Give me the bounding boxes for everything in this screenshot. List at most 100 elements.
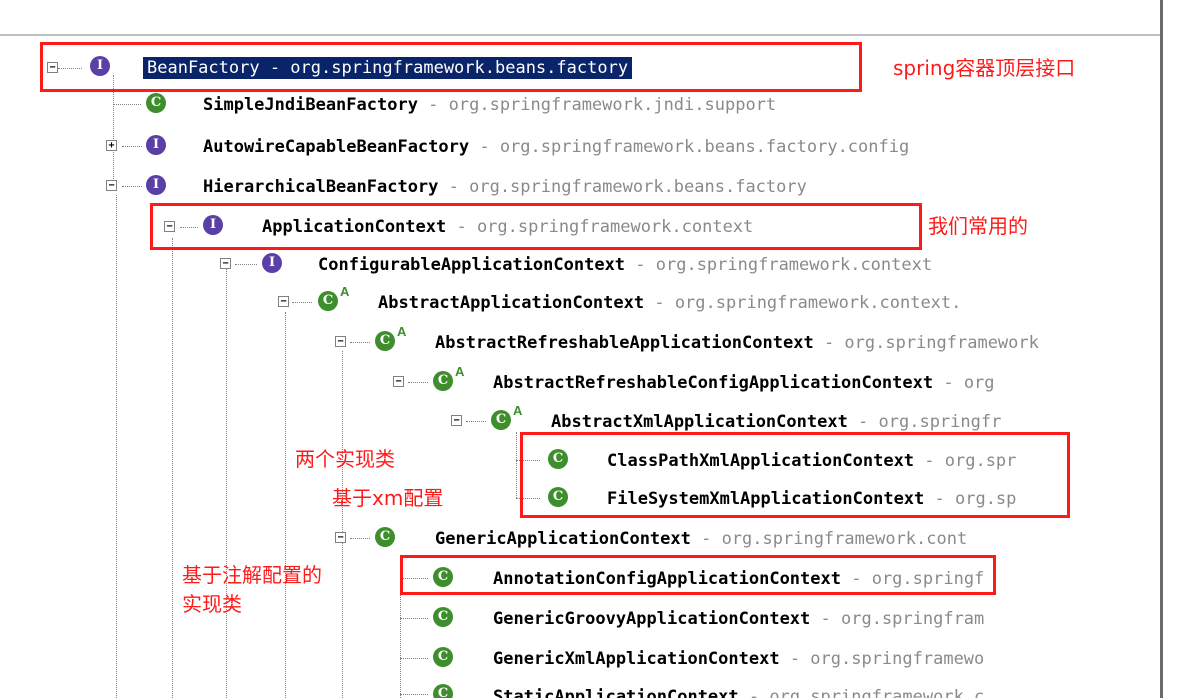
right-margin <box>1163 0 1197 698</box>
tree-node-abstractxmlapplicationcontext[interactable]: AbstractXmlApplicationContext - org.spri… <box>551 411 1001 433</box>
interface-icon <box>90 56 110 76</box>
tree-node-abstractapplicationcontext[interactable]: AbstractApplicationContext - org.springf… <box>378 292 961 314</box>
tree-line <box>226 269 227 698</box>
tree-line <box>516 432 517 498</box>
tree-line <box>285 312 286 698</box>
collapse-toggle[interactable]: − <box>451 415 462 426</box>
node-package: - org.sp <box>924 489 1017 509</box>
tree-line <box>350 538 370 539</box>
node-package: - org.springframework.beans.factory <box>259 58 629 78</box>
tree-line <box>400 560 401 698</box>
collapse-toggle[interactable]: − <box>393 376 404 387</box>
interface-icon <box>262 253 282 273</box>
node-package: - org.springframework.beans.factory <box>438 177 807 197</box>
tree-line <box>342 351 343 698</box>
abstract-marker: A <box>513 403 523 418</box>
node-name: AnnotationConfigApplicationContext <box>493 569 841 589</box>
node-name: HierarchicalBeanFactory <box>203 177 439 197</box>
class-icon <box>433 647 453 667</box>
tree-node-genericapplicationcontext[interactable]: GenericApplicationContext - org.springfr… <box>435 528 967 550</box>
class-icon <box>491 410 511 430</box>
node-package: - org <box>933 373 995 393</box>
tree-node-abstractrefreshableapplicationcontext[interactable]: AbstractRefreshableApplicationContext - … <box>435 332 1039 354</box>
tree-node-annotationconfigapplicationcontext[interactable]: AnnotationConfigApplicationContext - org… <box>493 568 984 590</box>
highlight-box-xml-implementations <box>520 432 1070 518</box>
tree-line <box>400 618 428 619</box>
class-icon <box>433 371 453 391</box>
tree-line <box>235 264 257 265</box>
node-package: - org.springframework <box>813 333 1039 353</box>
collapse-toggle[interactable]: − <box>278 296 289 307</box>
node-name: AbstractXmlApplicationContext <box>551 412 848 432</box>
expand-toggle[interactable]: + <box>106 140 117 151</box>
collapse-toggle[interactable]: − <box>106 180 117 191</box>
abstract-marker: A <box>397 324 407 339</box>
tree-line <box>122 146 142 147</box>
node-name: ClassPathXmlApplicationContext <box>607 451 915 471</box>
collapse-toggle[interactable]: − <box>164 221 175 232</box>
node-package: - org.springframework.c <box>738 687 985 698</box>
interface-icon <box>146 175 166 195</box>
tree-node-filesystemxmlapplicationcontext[interactable]: FileSystemXmlApplicationContext - org.sp <box>607 488 1016 510</box>
collapse-toggle[interactable]: − <box>47 62 58 73</box>
tree-node-abstractrefreshableconfigapplicationcontext[interactable]: AbstractRefreshableConfigApplicationCont… <box>493 372 995 394</box>
annotation-common-use: 我们常用的 <box>928 214 1028 238</box>
highlight-box-applicationcontext <box>150 203 922 250</box>
type-hierarchy-tree: − BeanFactory - org.springframework.bean… <box>0 0 1160 698</box>
tree-line <box>180 227 198 228</box>
class-icon <box>433 607 453 627</box>
tree-node-hierarchicalbeanfactory[interactable]: HierarchicalBeanFactory - org.springfram… <box>203 176 807 198</box>
tree-node-staticapplicationcontext[interactable]: StaticApplicationContext - org.springfra… <box>493 686 984 698</box>
tree-line <box>116 195 117 698</box>
node-package: - org.springframework.cont <box>690 529 968 549</box>
node-name: ApplicationContext <box>262 217 447 237</box>
tree-line <box>122 186 142 187</box>
tree-node-simplejndibeanfactory[interactable]: SimpleJndiBeanFactory - org.springframew… <box>203 94 776 116</box>
node-package: - org.springframework.context <box>625 255 933 275</box>
node-name: AbstractApplicationContext <box>378 293 645 313</box>
interface-icon <box>203 215 223 235</box>
tree-node-classpathxmlapplicationcontext[interactable]: ClassPathXmlApplicationContext - org.spr <box>607 450 1016 472</box>
node-package: - org.springframework.context <box>446 217 754 237</box>
tree-line <box>113 104 141 105</box>
node-name: SimpleJndiBeanFactory <box>203 95 418 115</box>
node-package: - org.springframework.jndi.support <box>417 95 777 115</box>
abstract-marker: A <box>455 364 465 379</box>
tree-node-applicationcontext[interactable]: ApplicationContext - org.springframework… <box>262 216 753 238</box>
node-package: - org.springfr <box>847 412 1002 432</box>
collapse-toggle[interactable]: − <box>335 336 346 347</box>
class-icon <box>318 291 338 311</box>
node-name: AbstractRefreshableConfigApplicationCont… <box>493 373 934 393</box>
tree-node-autowirecapablebeanfactory[interactable]: AutowireCapableBeanFactory - org.springf… <box>203 136 909 158</box>
node-package: - org.springf <box>841 569 985 589</box>
collapse-toggle[interactable]: − <box>220 258 231 269</box>
top-empty-panel <box>0 0 1160 36</box>
node-name: GenericXmlApplicationContext <box>493 649 780 669</box>
highlight-box-beanfactory <box>40 42 862 92</box>
tree-node-genericgroovyapplicationcontext[interactable]: GenericGroovyApplicationContext - org.sp… <box>493 608 984 630</box>
collapse-toggle[interactable]: − <box>335 532 346 543</box>
node-package: - org.springframewo <box>779 649 985 669</box>
annotation-xml-based: 基于xm配置 <box>332 486 444 510</box>
node-package: - org.springframework.context. <box>644 293 962 313</box>
node-package: - org.spr <box>914 451 1017 471</box>
tree-node-genericxmlapplicationcontext[interactable]: GenericXmlApplicationContext - org.sprin… <box>493 648 984 670</box>
node-name: AutowireCapableBeanFactory <box>203 137 470 157</box>
node-name: FileSystemXmlApplicationContext <box>607 489 925 509</box>
annotation-two-impls: 两个实现类 <box>295 447 395 471</box>
tree-node-beanfactory[interactable]: BeanFactory - org.springframework.beans.… <box>143 57 633 79</box>
class-icon <box>375 331 395 351</box>
node-name: GenericApplicationContext <box>435 529 691 549</box>
panel-right-edge <box>1160 0 1163 698</box>
node-package: - org.springframework.beans.factory.conf… <box>469 137 910 157</box>
class-icon <box>433 684 453 698</box>
abstract-marker: A <box>340 284 350 299</box>
tree-line <box>516 460 540 461</box>
highlight-box-annotationconfig <box>400 555 996 595</box>
tree-line <box>58 68 82 69</box>
class-icon <box>548 449 568 469</box>
node-name: StaticApplicationContext <box>493 687 739 698</box>
tree-node-configurableapplicationcontext[interactable]: ConfigurableApplicationContext - org.spr… <box>318 254 932 276</box>
node-name: BeanFactory <box>147 58 260 78</box>
interface-icon <box>146 135 166 155</box>
